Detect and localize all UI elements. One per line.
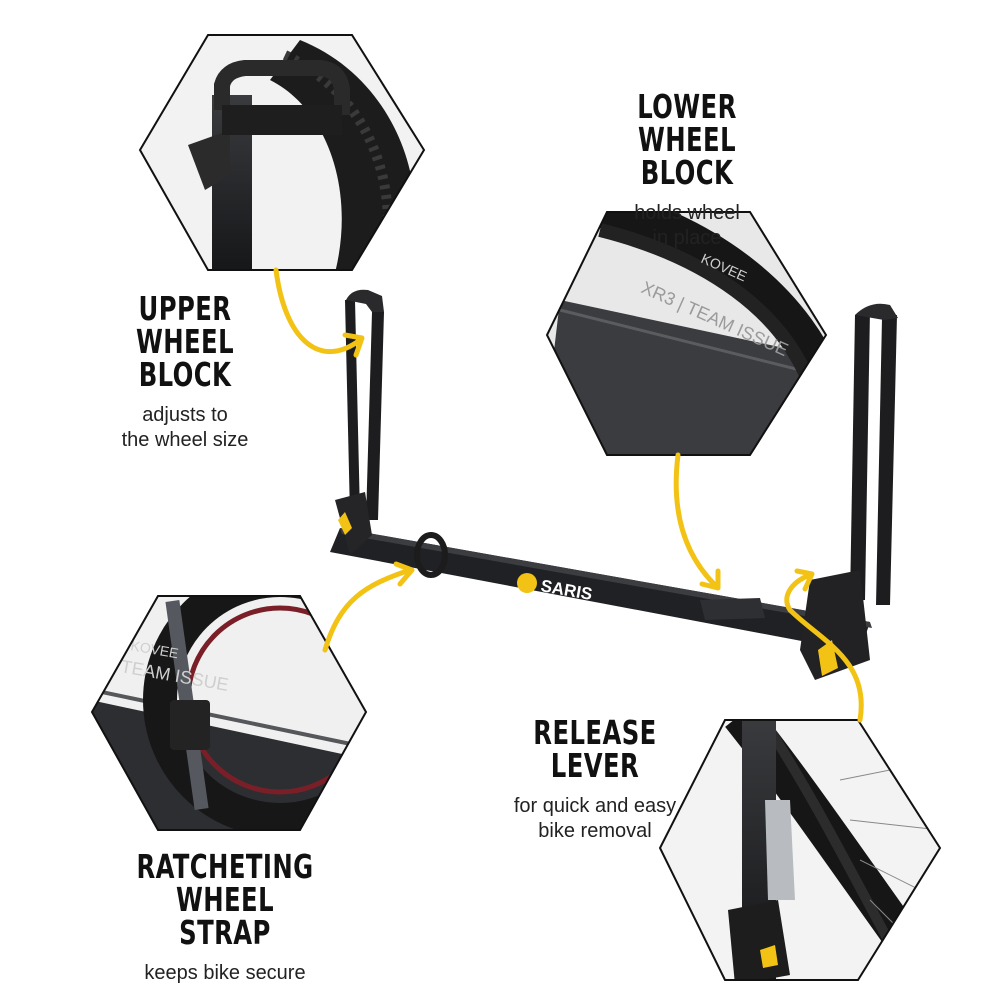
callout-release-lever: RELEASE LEVER for quick and easy bike re…: [480, 716, 710, 844]
callout-lower-desc-line-2: in place: [652, 227, 722, 249]
callout-strap-title-line-2: WHEEL STRAP: [175, 880, 275, 952]
arrow-upper-head: [342, 332, 365, 358]
callout-strap-desc-line-1: keeps bike secure: [144, 962, 306, 984]
arrow-lower-head: [699, 568, 721, 591]
callout-upper-title-line-1: UPPER: [138, 289, 232, 328]
callout-lower-title-line-1: LOWER: [637, 87, 737, 126]
callout-lower-description: holds wheel in place: [592, 201, 782, 251]
callout-upper-desc-line-1: adjusts to: [142, 404, 228, 426]
arrows: [273, 267, 864, 723]
callout-upper-description: adjusts to the wheel size: [90, 403, 280, 453]
callout-ratcheting-strap: RATCHETING WHEEL STRAP keeps bike secure: [115, 850, 335, 986]
callout-upper-wheel-block: UPPER WHEEL BLOCK adjusts to the wheel s…: [90, 292, 280, 453]
callout-lower-desc-line-1: holds wheel: [634, 202, 740, 224]
callout-strap-title-line-1: RATCHETING: [136, 847, 314, 886]
brand-logo-icon: [517, 573, 537, 593]
callout-strap-title: RATCHETING WHEEL STRAP: [135, 850, 315, 949]
arrow-lower: [673, 452, 718, 588]
callout-release-desc-line-1: for quick and easy: [513, 795, 677, 817]
callout-release-desc-line-2: bike removal: [538, 820, 652, 842]
callout-upper-desc-line-2: the wheel size: [121, 429, 249, 451]
arrow-strap-head: [393, 561, 415, 587]
bike-rack: SARIS: [330, 289, 898, 680]
callout-strap-description: keeps bike secure: [115, 961, 335, 986]
callout-release-description: for quick and easy bike removal: [480, 794, 710, 844]
callout-release-title: RELEASE LEVER: [501, 716, 690, 782]
arrow-upper: [273, 267, 363, 354]
callout-lower-title: LOWER WHEEL BLOCK: [609, 90, 765, 189]
ratcheting-strap-detail: TEAM ISSUE KOVEE: [90, 595, 368, 831]
arrow-strap: [322, 567, 413, 653]
upper-wheel-block-detail: [138, 34, 426, 271]
callout-upper-title-line-2: WHEEL BLOCK: [135, 322, 235, 394]
callout-release-title-line-1: RELEASE LEVER: [533, 713, 657, 785]
arrow-release-head: [794, 568, 815, 592]
callout-lower-title-line-2: WHEEL BLOCK: [637, 120, 737, 192]
arrow-release: [784, 572, 864, 723]
callout-lower-wheel-block: LOWER WHEEL BLOCK holds wheel in place: [592, 90, 782, 251]
callout-upper-title: UPPER WHEEL BLOCK: [107, 292, 263, 391]
